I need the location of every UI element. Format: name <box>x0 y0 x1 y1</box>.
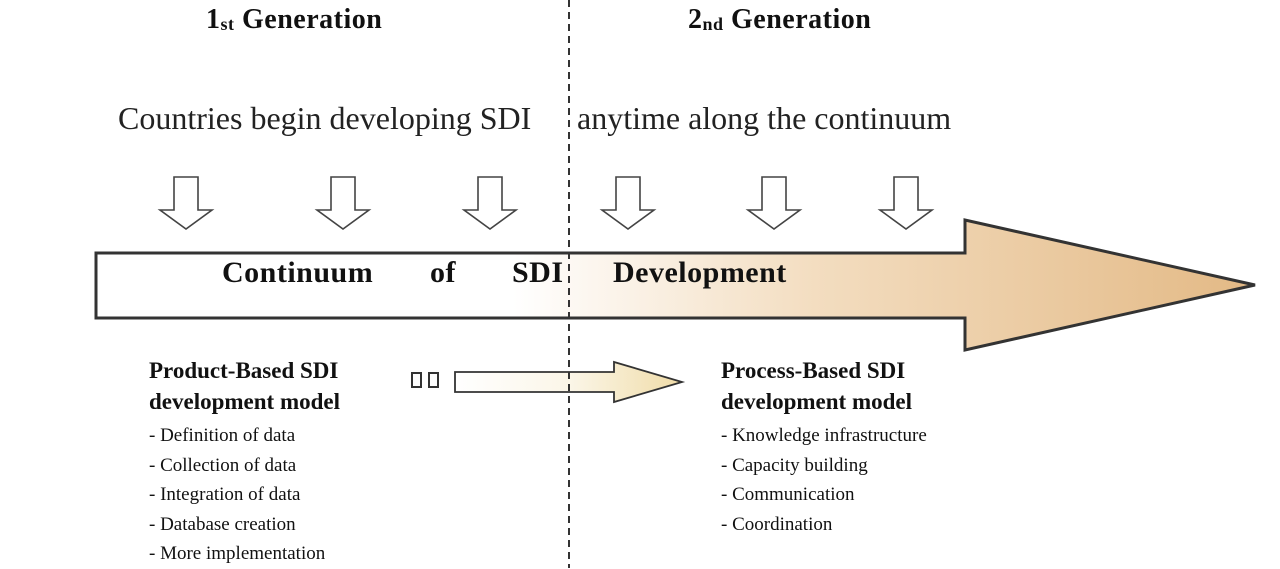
process-model-title-line1: Process-Based SDI <box>721 358 906 383</box>
list-item: - Integration of data <box>149 484 301 505</box>
list-item: - Communication <box>721 484 855 505</box>
transition-arrow <box>454 360 686 404</box>
list-item: - Knowledge infrastructure <box>721 425 927 446</box>
subtitle-left: Countries begin developing SDI <box>118 100 532 136</box>
continuum-word-1: Continuum <box>222 256 374 289</box>
subtitle-right: anytime along the continuum <box>577 100 952 136</box>
down-arrow-icon <box>314 176 372 230</box>
generation-1-title: 1st Generation <box>206 4 382 36</box>
continuum-word-4: Development <box>613 256 787 289</box>
down-arrow-icon <box>877 176 935 230</box>
list-item: - Coordination <box>721 513 833 535</box>
product-based-model: Product-Based SDI development model - De… <box>149 355 340 569</box>
list-item: - Capacity building <box>721 454 868 476</box>
down-arrow-icon <box>745 176 803 230</box>
down-arrow-icon <box>157 176 215 230</box>
list-item: - Database creation <box>149 513 296 535</box>
generation-1-suffix: st <box>220 14 235 34</box>
generation-2-label: Generation <box>731 4 872 35</box>
continuum-word-3: SDI <box>512 256 564 289</box>
down-arrows <box>157 176 935 230</box>
generation-2-suffix: nd <box>702 14 724 34</box>
continuum-arrow <box>94 218 1256 352</box>
product-model-title-line1: Product-Based SDI <box>149 358 339 383</box>
product-model-list: - Definition of data - Collection of dat… <box>149 421 340 569</box>
process-model-list: - Knowledge infrastructure - Capacity bu… <box>721 421 927 539</box>
continuum-word-2: of <box>430 256 456 289</box>
generation-1-ordinal: 1 <box>206 4 221 35</box>
product-model-title-line2: development model <box>149 389 341 414</box>
small-square-1 <box>411 372 422 388</box>
down-arrow-icon <box>599 176 657 230</box>
generation-2-ordinal: 2 <box>688 4 703 35</box>
process-model-title-line2: development model <box>721 389 913 414</box>
down-arrow-icon <box>461 176 519 230</box>
list-item: - Definition of data <box>149 425 296 446</box>
list-item: - Collection of data <box>149 454 297 476</box>
list-item: - More implementation <box>149 543 326 564</box>
generation-2-title: 2nd Generation <box>688 4 871 36</box>
process-based-model: Process-Based SDI development model - Kn… <box>721 355 927 539</box>
generation-1-label: Generation <box>242 4 383 35</box>
small-square-2 <box>428 372 439 388</box>
